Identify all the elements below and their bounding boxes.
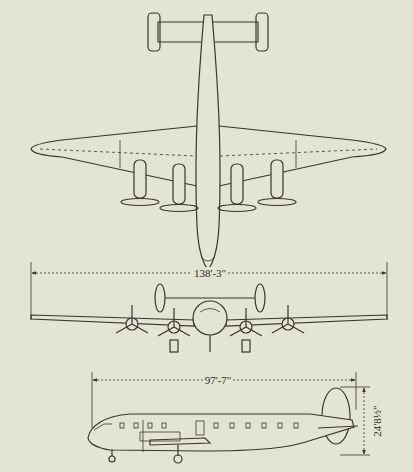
spar-line <box>40 149 196 156</box>
side-view <box>88 388 358 463</box>
right-wing <box>219 126 386 186</box>
aileron-line <box>120 140 121 168</box>
tail-fin <box>148 13 160 51</box>
landing-gear <box>109 445 182 463</box>
cockpit <box>202 258 214 261</box>
aileron-line <box>296 140 297 168</box>
windows <box>120 421 298 435</box>
fuselage <box>196 15 220 270</box>
landing-gear <box>170 335 250 352</box>
engines <box>121 160 296 212</box>
nacelle <box>140 432 180 441</box>
tail-fin <box>256 13 268 51</box>
plan-view <box>31 13 386 270</box>
dimension-label: 24'8½" <box>371 403 383 438</box>
propellers <box>116 305 304 336</box>
dimension-label: 97'-7" <box>203 374 234 386</box>
spar-line <box>220 149 377 156</box>
front-view <box>31 284 387 352</box>
dimension-label: 138'-3" <box>192 267 228 279</box>
left-wing <box>31 126 197 186</box>
fuselage-side <box>88 414 354 451</box>
